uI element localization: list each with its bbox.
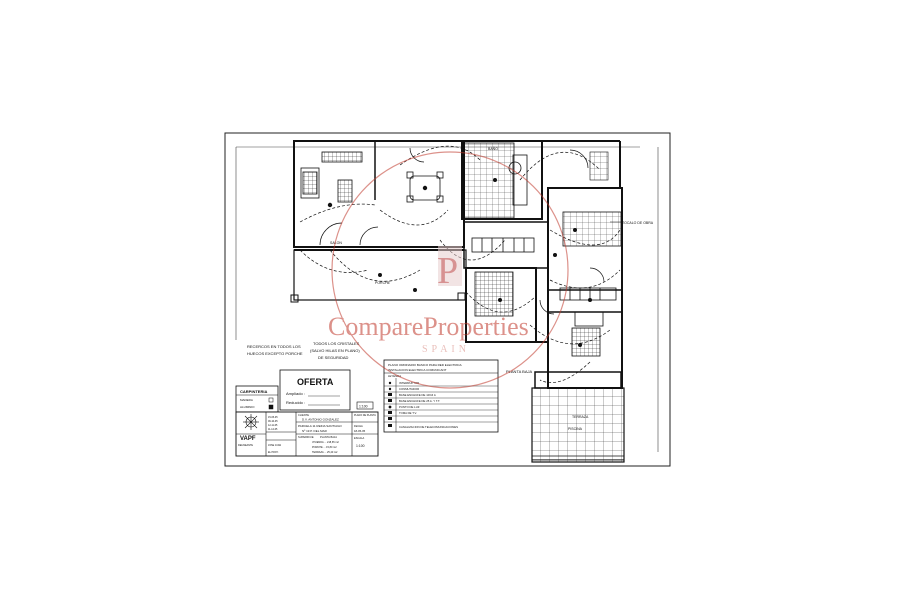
fecha-label: FECHA xyxy=(354,424,363,428)
left-small-1: JOSE JUAN xyxy=(268,444,281,447)
legend-item-5: TOMA DE T.V. xyxy=(399,411,417,415)
revision-2: 12-11-05 xyxy=(268,424,278,427)
cliente-value: D.V. ANTONIO GONZALEZ xyxy=(302,418,339,422)
legend-box xyxy=(383,359,499,433)
oferta-title: OFERTA xyxy=(297,377,334,387)
wardrobes xyxy=(471,237,617,327)
fecha-value: 18-05-05 xyxy=(354,429,366,433)
legend-item-2: BASE ENCHUFE DE 10/16 A xyxy=(399,393,436,397)
kitchen-tiles xyxy=(463,142,515,219)
legend-header-1: PLANO ORDINARIO BASICO PARA RED ELECTRIC… xyxy=(388,363,462,367)
right-side-label: ZOCALO DE OBRA xyxy=(622,221,654,225)
legend-header-2: INSTALACION ELECTRICA COMUNICANT xyxy=(388,368,447,372)
note-2-line-2: (SALVO HILAS EN PLANO) xyxy=(310,348,360,353)
left-small-2: EL PROY. xyxy=(268,451,279,454)
revision-3: 11-12-05 xyxy=(268,428,278,431)
living-furniture xyxy=(300,151,528,206)
revision-1: 06-10-05 xyxy=(268,420,278,423)
legend-symbols xyxy=(388,381,392,427)
terrace-tiles xyxy=(531,387,625,463)
wc-tiles xyxy=(589,151,609,181)
legend-item-0: INTERRUPTOR xyxy=(399,381,419,385)
carpinteria-check-1 xyxy=(268,404,274,410)
legend-title: LEYENDA xyxy=(388,374,401,378)
note-2-line-1: TODOS LOS CRISTALES xyxy=(313,341,360,346)
escala-value: 1:100 xyxy=(356,444,365,448)
watermark-ring xyxy=(331,151,569,389)
legend-item-7: CANALIZACION DE TELECOMUNICACIONES xyxy=(399,425,458,429)
left-small-0: DELINEANTE xyxy=(238,444,253,447)
legend-rows xyxy=(384,385,498,423)
superficie-row-3: TERRAZA ... 25,40 m2 xyxy=(312,451,338,454)
carpinteria-row-0: MADERA xyxy=(240,398,253,402)
porch-column-right xyxy=(457,292,466,301)
bath2-tiles xyxy=(474,271,514,317)
bath-tiles xyxy=(562,211,622,247)
parcela-sub: Nº 19 P. DEL MAR xyxy=(302,429,328,433)
note-1-line-2: HUECOS EXCEPTO PORCHE xyxy=(247,351,303,356)
plano-label: PLANO DE PLANTA xyxy=(354,414,376,417)
watermark-brand: CompareProperties xyxy=(328,312,529,341)
revision-0: 15-05-05 xyxy=(268,416,278,419)
firm-logo xyxy=(243,414,259,430)
porch-outline xyxy=(293,249,467,301)
room-label-porch: PORCHE xyxy=(375,281,391,285)
porch-column-left xyxy=(290,294,299,303)
note-1-line-1: RECERCOS EN TODOS LOS xyxy=(247,344,301,349)
watermark: P CompareProperties SPAIN xyxy=(328,151,569,389)
superficie-row-2: PORCHE ... 15,80 m2 xyxy=(312,446,337,449)
oferta-row-0: Ampliado : xyxy=(286,391,305,396)
watermark-monogram-bg xyxy=(438,246,462,286)
carpinteria-title: CARPINTERIA xyxy=(240,389,267,394)
carpinteria-row-1: ALUMINIO xyxy=(240,405,255,409)
watermark-sub: SPAIN xyxy=(422,344,470,355)
superficie-row-1: VIVIENDA ... 218,65 m2 xyxy=(312,441,339,444)
room-label-terrace: TERRAZA xyxy=(572,415,589,419)
note-2-line-3: DE SEGURIDAD xyxy=(318,355,349,360)
superficie-label: SUPERFICIE xyxy=(298,435,314,439)
legend-item-3: BASE ENCHUFE DE 25 A. Y T.T. xyxy=(399,399,440,403)
room-label-pool: PISCINA xyxy=(568,427,583,431)
cliente-label: CLIENTE xyxy=(298,413,309,417)
superficie-row-0: PLANTA BAJA xyxy=(320,435,337,439)
shower-tiles xyxy=(571,327,601,357)
legend-item-1: CONMUTADOR xyxy=(399,387,419,391)
legend-item-4: PUNTO DE LUZ xyxy=(399,405,420,409)
oferta-box xyxy=(279,369,351,411)
room-label-living: SALON xyxy=(330,241,342,245)
firm-name: VAPF xyxy=(240,436,256,442)
watermark-monogram: P xyxy=(437,250,458,292)
scale-tag: 1:100 xyxy=(359,405,368,409)
carpinteria-check-0 xyxy=(268,397,274,403)
parcela: PARCELA 11 REINA SANTIAGO xyxy=(298,424,342,428)
electrical-symbols xyxy=(327,178,592,347)
plan-title: PLANTA BAJA xyxy=(506,369,532,374)
oferta-row-1: Reducido : xyxy=(286,400,305,405)
scale-tag-box xyxy=(356,401,374,410)
room-label-bath: BAÑO xyxy=(488,146,498,151)
escala-label: ESCALA xyxy=(354,436,365,440)
